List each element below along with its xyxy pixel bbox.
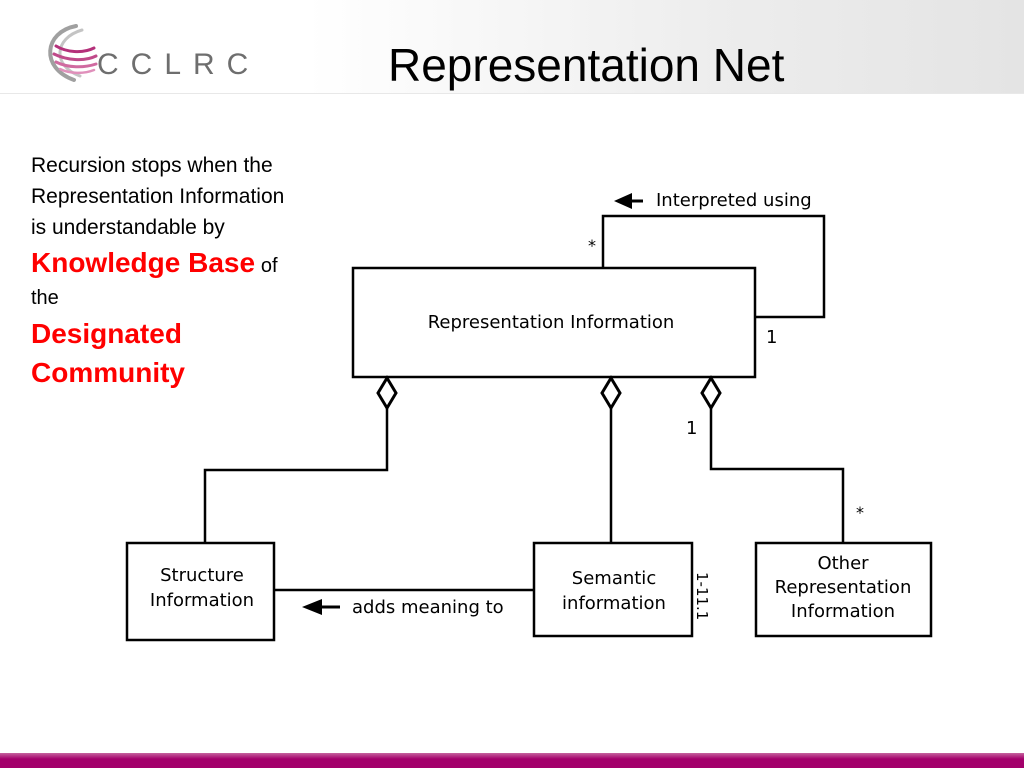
- other-multiplicity-bottom: *: [856, 503, 864, 522]
- arrow-left-icon: [614, 193, 632, 209]
- main-box-label: Representation Information: [428, 312, 675, 333]
- multiplicity-top: *: [588, 236, 596, 255]
- other-label-2: Representation: [775, 577, 912, 598]
- logo-text: CCLRC: [97, 48, 261, 81]
- knowledge-base-highlight: Knowledge Base: [31, 247, 256, 278]
- semantic-side-label: 1-11.1: [693, 572, 711, 620]
- other-label-3: Information: [791, 601, 895, 622]
- other-representation-box: [754, 541, 933, 638]
- structure-label-2: Information: [150, 590, 254, 611]
- structure-connector: [203, 408, 389, 543]
- aggregation-diamond-icon: [600, 375, 622, 411]
- structure-information-box: [125, 541, 276, 642]
- cclrc-logo-icon: [48, 24, 98, 82]
- side-note-text: Recursion stops when the Representation …: [31, 154, 285, 239]
- other-label-1: Other: [817, 553, 869, 574]
- adds-meaning-label: adds meaning to: [352, 597, 504, 618]
- side-note-connector: of the: [31, 255, 278, 309]
- other-multiplicity-top: 1: [686, 418, 697, 439]
- aggregation-diamond-icon: [376, 375, 398, 411]
- header-bar: [0, 0, 1024, 93]
- representation-information-box: [351, 266, 757, 379]
- aggregation-diamond-icon: [700, 375, 722, 411]
- semantic-label-2: information: [562, 593, 666, 614]
- footer-bar: [0, 753, 1024, 768]
- self-loop-label: Interpreted using: [656, 190, 812, 211]
- side-note: Recursion stops when the Representation …: [31, 150, 301, 392]
- semantic-information-box: [532, 541, 694, 638]
- arrow-left-icon: [302, 599, 322, 615]
- other-connector: [709, 408, 845, 543]
- header-divider: [0, 93, 1024, 94]
- multiplicity-right: 1: [766, 327, 777, 348]
- semantic-label-1: Semantic: [572, 568, 656, 589]
- page-title: Representation Net: [388, 39, 785, 91]
- designated-community-highlight: Designated Community: [31, 318, 185, 388]
- self-loop-line: [601, 214, 826, 319]
- structure-label-1: Structure: [160, 565, 244, 586]
